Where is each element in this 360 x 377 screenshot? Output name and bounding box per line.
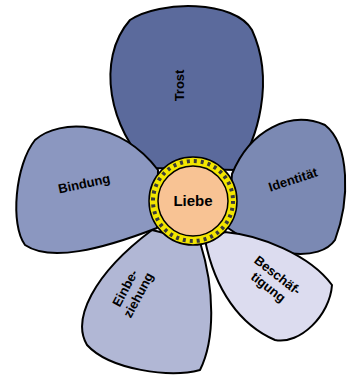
petal-node: Beschäf- tigung: [198, 225, 338, 350]
petal-shape: [82, 230, 211, 373]
pollen-dots: [153, 161, 233, 241]
petal-shape: [228, 120, 345, 254]
center-disc: [158, 166, 228, 236]
center-circle: Liebe: [147, 155, 239, 247]
petal-label: Trost: [174, 69, 189, 101]
center-label: Liebe: [173, 192, 212, 209]
petal-shape: [16, 127, 158, 253]
petal-shape: [205, 232, 332, 341]
pollen-ring: [149, 157, 237, 245]
petal-node: Bindung: [10, 115, 162, 265]
